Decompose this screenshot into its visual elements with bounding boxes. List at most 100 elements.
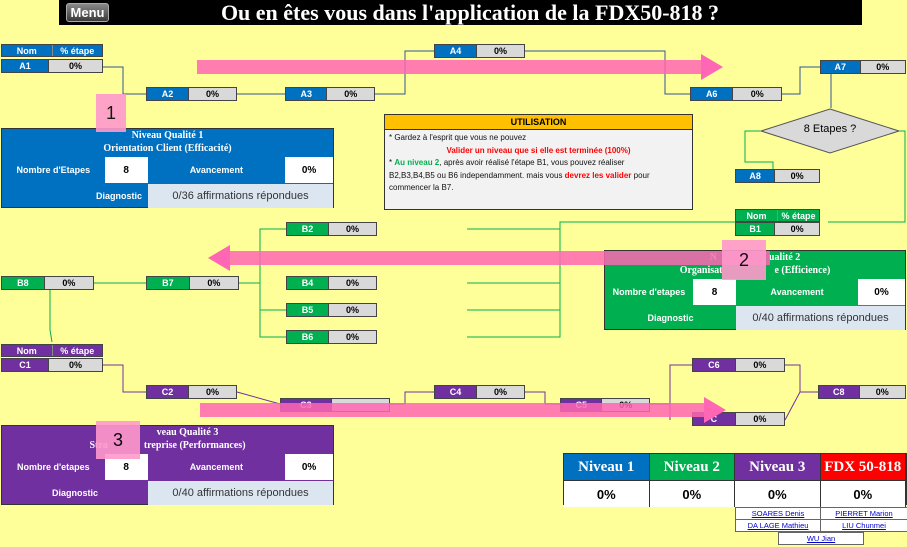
- utilisation-line2: Valider un niveau que si elle est termin…: [446, 145, 631, 155]
- step-b4-name: B4: [287, 277, 328, 289]
- step-a3-value: 0%: [326, 88, 374, 100]
- niveau3-diagnostic-value[interactable]: 0/40 affirmations répondues: [148, 481, 333, 505]
- niveau2-avancement-label: Avancement: [770, 287, 824, 297]
- step-c6-name: C6: [693, 359, 735, 371]
- step-a6-value: 0%: [732, 88, 781, 100]
- niveau3-title: veau Qualité 3: [156, 427, 219, 438]
- step-c1-name: C1: [2, 359, 48, 371]
- niveau2-etapes-value[interactable]: 8: [693, 279, 736, 305]
- step-b6-name: B6: [287, 331, 328, 343]
- menu-button[interactable]: Menu: [66, 3, 109, 22]
- step-a1-value: 0%: [48, 60, 102, 72]
- pink-arrow-left-head: [208, 245, 230, 271]
- b-table-header: Nom % étape: [735, 209, 820, 222]
- summary-value-niveau2: 0%: [650, 481, 735, 507]
- step-c1-value: 0%: [48, 359, 102, 371]
- niveau2-etapes-label: Nombre d'etapes: [612, 287, 686, 297]
- step-b1-value: 0%: [774, 223, 819, 235]
- step-c4-value: 0%: [475, 386, 524, 398]
- utilisation-bullet: *: [389, 158, 395, 167]
- pink-arrow-left: [230, 251, 770, 265]
- niveau2-subtitle: Organisat e (Efficience): [605, 264, 905, 277]
- step-a4-value: 0%: [475, 45, 524, 57]
- step-a8-value: 0%: [774, 170, 819, 182]
- step-c4-name: C4: [435, 386, 476, 398]
- niveau3-etapes-label: Nombre d'etapes: [17, 462, 90, 472]
- utilisation-title: UTILISATION: [385, 115, 692, 130]
- utilisation-level2: Au niveau 2: [394, 158, 440, 167]
- niveau2-avancement-value: 0%: [858, 279, 905, 305]
- niveau1-title: Niveau Qualité 1: [131, 130, 204, 141]
- col-pct: % étape: [777, 210, 819, 221]
- niveau1-avancement-value: 0%: [285, 157, 333, 183]
- credit-link[interactable]: LIU Chunmei: [820, 519, 907, 532]
- step-c2-value: 0%: [187, 386, 236, 398]
- step-b7-name: B7: [147, 277, 189, 289]
- niveau2-subtitle-b: e (Efficience): [774, 265, 831, 276]
- niveau3-subtitle-b: treprise (Performances): [143, 440, 246, 451]
- c-table-header: Nom % étape: [1, 344, 103, 357]
- niveau1-avancement-label: Avancement: [189, 165, 243, 175]
- step-b2-name: B2: [287, 223, 328, 235]
- utilisation-line5: commencer la B7.: [389, 183, 454, 192]
- step-b5-name: B5: [287, 304, 328, 316]
- utilisation-valider: devrez les valider: [564, 170, 632, 180]
- niveau1-etapes-label: Nombre d'Etapes: [16, 165, 91, 175]
- niveau3-panel: veau Qualité 3 Stratreprise (Performance…: [1, 425, 334, 505]
- summary-header-niveau3: Niveau 3: [735, 454, 821, 480]
- niveau1-diagnostic-value[interactable]: 0/36 affirmations répondues: [148, 184, 333, 208]
- pink-arrow-right-2-head: [704, 397, 726, 423]
- step-a8-name: A8: [736, 170, 775, 182]
- step-a2-value: 0%: [187, 88, 236, 100]
- niveau1-panel: Niveau Qualité 1 Orientation Client (Eff…: [1, 128, 334, 208]
- niveau1-etapes-value[interactable]: 8: [104, 157, 148, 183]
- step-a1-name: A1: [2, 60, 48, 72]
- utilisation-box: UTILISATION * Gardez à l'esprit que vous…: [384, 114, 693, 210]
- marker-2: 2: [722, 240, 766, 280]
- step-c8-name: C8: [819, 386, 859, 398]
- summary-header-niveau2: Niveau 2: [649, 454, 735, 480]
- step-a7-value: 0%: [859, 61, 905, 73]
- utilisation-line4-end: pour: [631, 170, 650, 180]
- step-b4-value: 0%: [327, 277, 376, 289]
- col-pct: % étape: [51, 345, 103, 356]
- niveau2-diagnostic-value[interactable]: 0/40 affirmations répondues: [736, 306, 905, 330]
- step-b7-value: 0%: [188, 277, 238, 289]
- niveau2-subtitle-a: Organisat: [679, 265, 723, 276]
- step-a3-name: A3: [286, 88, 327, 100]
- title-bar: [59, 0, 862, 25]
- col-nom: Nom: [16, 345, 37, 356]
- marker-3: 3: [96, 421, 140, 459]
- pink-arrow-right-1-head: [701, 54, 723, 80]
- step-a2-name: A2: [147, 88, 188, 100]
- col-nom: Nom: [16, 45, 37, 56]
- niveau3-diagnostic-label: Diagnostic: [51, 488, 98, 498]
- step-b5-value: 0%: [327, 304, 376, 316]
- step-b8-name: B8: [2, 277, 44, 289]
- page-title: Ou en êtes vous dans l'application de la…: [220, 0, 720, 25]
- credit-link[interactable]: DA LAGE Mathieu: [735, 519, 821, 532]
- step-c6-value: 0%: [734, 359, 784, 371]
- credit-link[interactable]: WU Jian: [778, 532, 864, 545]
- decision-diamond: [760, 108, 900, 154]
